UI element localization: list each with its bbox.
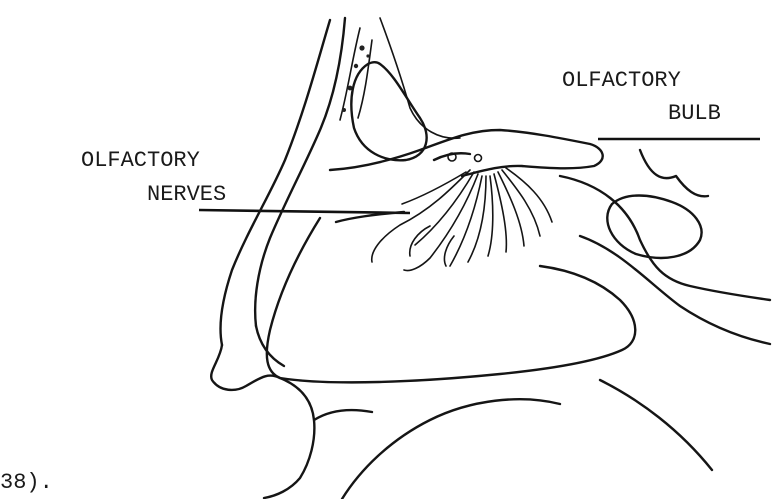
nerves-leader-line: [199, 210, 410, 213]
caption-fragment: 38).: [0, 470, 53, 495]
olfactory-bulb-label: OLFACTORY BULB: [562, 68, 721, 126]
nasal-bone: [220, 18, 460, 345]
nerves-label-line2: NERVES: [147, 182, 226, 207]
olfactory-nerves: [372, 168, 552, 271]
nerves-label-line1: OLFACTORY: [81, 148, 200, 173]
frontal-sinus: [351, 62, 426, 160]
nasal-cavity: [267, 212, 635, 382]
bulb-label-line2: BULB: [668, 101, 721, 126]
olfactory-bulb: [330, 130, 603, 176]
sphenoid-sinus: [560, 150, 770, 344]
external-nose: [211, 326, 712, 499]
olfactory-nerves-label: OLFACTORY NERVES: [81, 148, 226, 207]
bulb-label-line1: OLFACTORY: [562, 68, 681, 93]
